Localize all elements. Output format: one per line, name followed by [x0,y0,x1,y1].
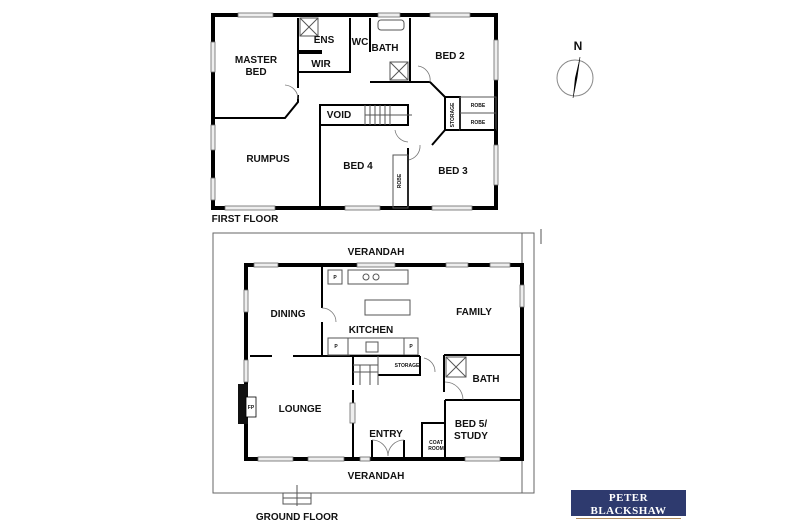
entry-steps [282,485,312,506]
window [344,205,381,211]
agency-logo: PETER BLACKSHAW MARKETING QUALITY PROPER… [571,490,686,525]
room-label-study: STUDY [454,431,488,442]
first-floor-plan [210,12,499,211]
room-label-wir: WIR [311,59,331,70]
room-label-bed-2: BED 2 [435,51,465,62]
window [431,205,473,211]
room-label-storage: STORAGE [395,363,420,369]
room-label-lounge: LOUNGE [279,404,322,415]
room-label-verandah: VERANDAH [348,247,405,258]
room-label-master-bed: MASTER [235,55,278,66]
room-label-entry: ENTRY [369,429,403,440]
room-label-robe: ROBE [471,103,486,109]
room-label-verandah: VERANDAH [348,471,405,482]
window [429,12,471,18]
first-floor-title: FIRST FLOOR [212,214,279,225]
room-label-bath: BATH [371,43,398,54]
window [210,177,216,201]
room-label-bed-4: BED 4 [343,161,373,172]
window [210,124,216,151]
room-label-kitchen: KITCHEN [349,325,393,336]
pantry-label: P [334,344,338,350]
window [493,39,499,81]
compass-label: N [574,39,583,53]
room-label-bath: BATH [472,374,499,385]
pantry-label: P [333,275,337,281]
room-label-dining: DINING [271,309,306,320]
north-arrow-icon [556,56,594,99]
room-label-coat-room: ROOM [428,446,444,452]
room-label-ens: ENS [314,35,335,46]
room-label-family: FAMILY [456,307,492,318]
room-label-robe: ROBE [471,120,486,126]
logo-name: PETER BLACKSHAW [576,490,681,519]
room-label-void: VOID [327,110,351,121]
room-label-bed-5: BED 5/ [455,419,487,430]
window [224,205,276,211]
logo-tagline: MARKETING QUALITY PROPERTY [579,520,678,525]
ground-floor-title: GROUND FLOOR [256,512,339,523]
room-label-bed-3: BED 3 [438,166,468,177]
room-label-wc: WC [352,37,369,48]
room-label-coat-room: COAT [429,440,443,446]
room-label-rumpus: RUMPUS [246,154,290,165]
window [377,12,401,18]
window [237,12,274,18]
room-label-master-bed: BED [245,67,266,78]
window [210,41,216,73]
fireplace-label: FP [248,405,255,411]
pantry-label: P [409,344,413,350]
room-label-robe: ROBE [397,173,403,188]
window [493,144,499,186]
fireplace [238,384,248,424]
ground-floor-plan [212,229,542,494]
room-label-storage: STORAGE [450,102,456,127]
